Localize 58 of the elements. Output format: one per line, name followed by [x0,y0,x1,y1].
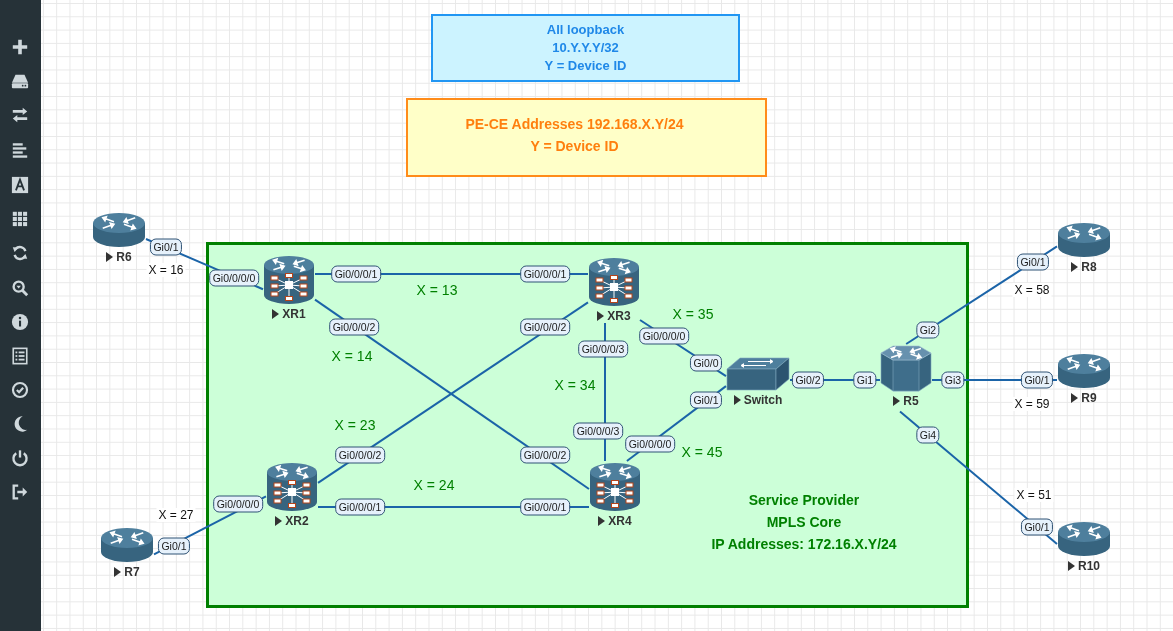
device-name: R6 [116,250,132,264]
region-box [206,242,969,608]
device-name: R5 [903,394,919,408]
interface-label: Gi0/0/0/1 [520,498,570,516]
device-name: R7 [124,565,140,579]
interface-label: Gi4 [916,426,940,444]
interface-label: Gi0/1 [149,238,183,256]
note-text: Y = Device ID [544,57,627,75]
device-name: XR1 [282,307,306,321]
note-box [406,98,767,177]
note-text: All loopback 10.Y.Y.Y/32 [545,21,626,57]
interface-label: Gi3 [941,371,965,389]
device-name: XR3 [607,309,631,323]
link-label: X = 35 [670,306,716,322]
note-text: Y = Device ID [530,136,619,156]
link-label: X = 59 [1012,397,1052,411]
note-box [431,14,740,82]
interface-label: Gi0/1 [1020,518,1054,536]
device-name: R8 [1081,260,1097,274]
interface-label: Gi0/0/0/1 [335,498,385,516]
device-name: XR2 [285,514,309,528]
interface-label: Gi0/0/0/3 [578,340,628,358]
interface-label: Gi0/1 [689,391,723,409]
interface-label: Gi1 [853,371,877,389]
interface-label: Gi0/0/0/3 [573,422,623,440]
device-name: XR4 [608,514,632,528]
interface-label: Gi0/0 [689,354,723,372]
link-label: X = 51 [1014,488,1054,502]
interface-label: Gi0/0/0/2 [520,318,570,336]
link-label: X = 16 [146,263,186,277]
interface-label: Gi0/1 [157,537,191,555]
interface-label: Gi0/0/0/1 [331,265,381,283]
interface-label: Gi2 [916,321,940,339]
link-label: X = 58 [1012,283,1052,297]
device-name: R10 [1078,559,1100,573]
device-name: R9 [1081,391,1097,405]
link-label: X = 14 [329,348,375,364]
region-text: IP Addresses: 172.16.X.Y/24 [711,535,897,554]
interface-label: Gi0/0/0/0 [209,269,259,287]
interface-label: Gi0/0/0/0 [639,327,689,345]
link-label: X = 13 [414,282,460,298]
link-label: X = 34 [552,377,598,393]
link-label: X = 24 [411,477,457,493]
interface-label: Gi0/2 [791,371,825,389]
interface-label: Gi0/0/0/2 [520,446,570,464]
note-text: PE-CE Addresses 192.168.X.Y/24 [465,114,684,134]
interface-label: Gi0/0/0/2 [335,446,385,464]
interface-label: Gi0/1 [1020,371,1054,389]
device-name: Switch [743,393,783,407]
interface-label: Gi0/1 [1016,253,1050,271]
region-text: Service Provider MPLS Core [747,491,861,532]
interface-label: Gi0/0/0/0 [213,495,263,513]
interface-label: Gi0/0/0/1 [520,265,570,283]
interface-label: Gi0/0/0/0 [625,435,675,453]
interface-label: Gi0/0/0/2 [329,318,379,336]
link-label: X = 45 [679,444,725,460]
link-label: X = 27 [156,508,196,522]
link-label: X = 23 [332,417,378,433]
